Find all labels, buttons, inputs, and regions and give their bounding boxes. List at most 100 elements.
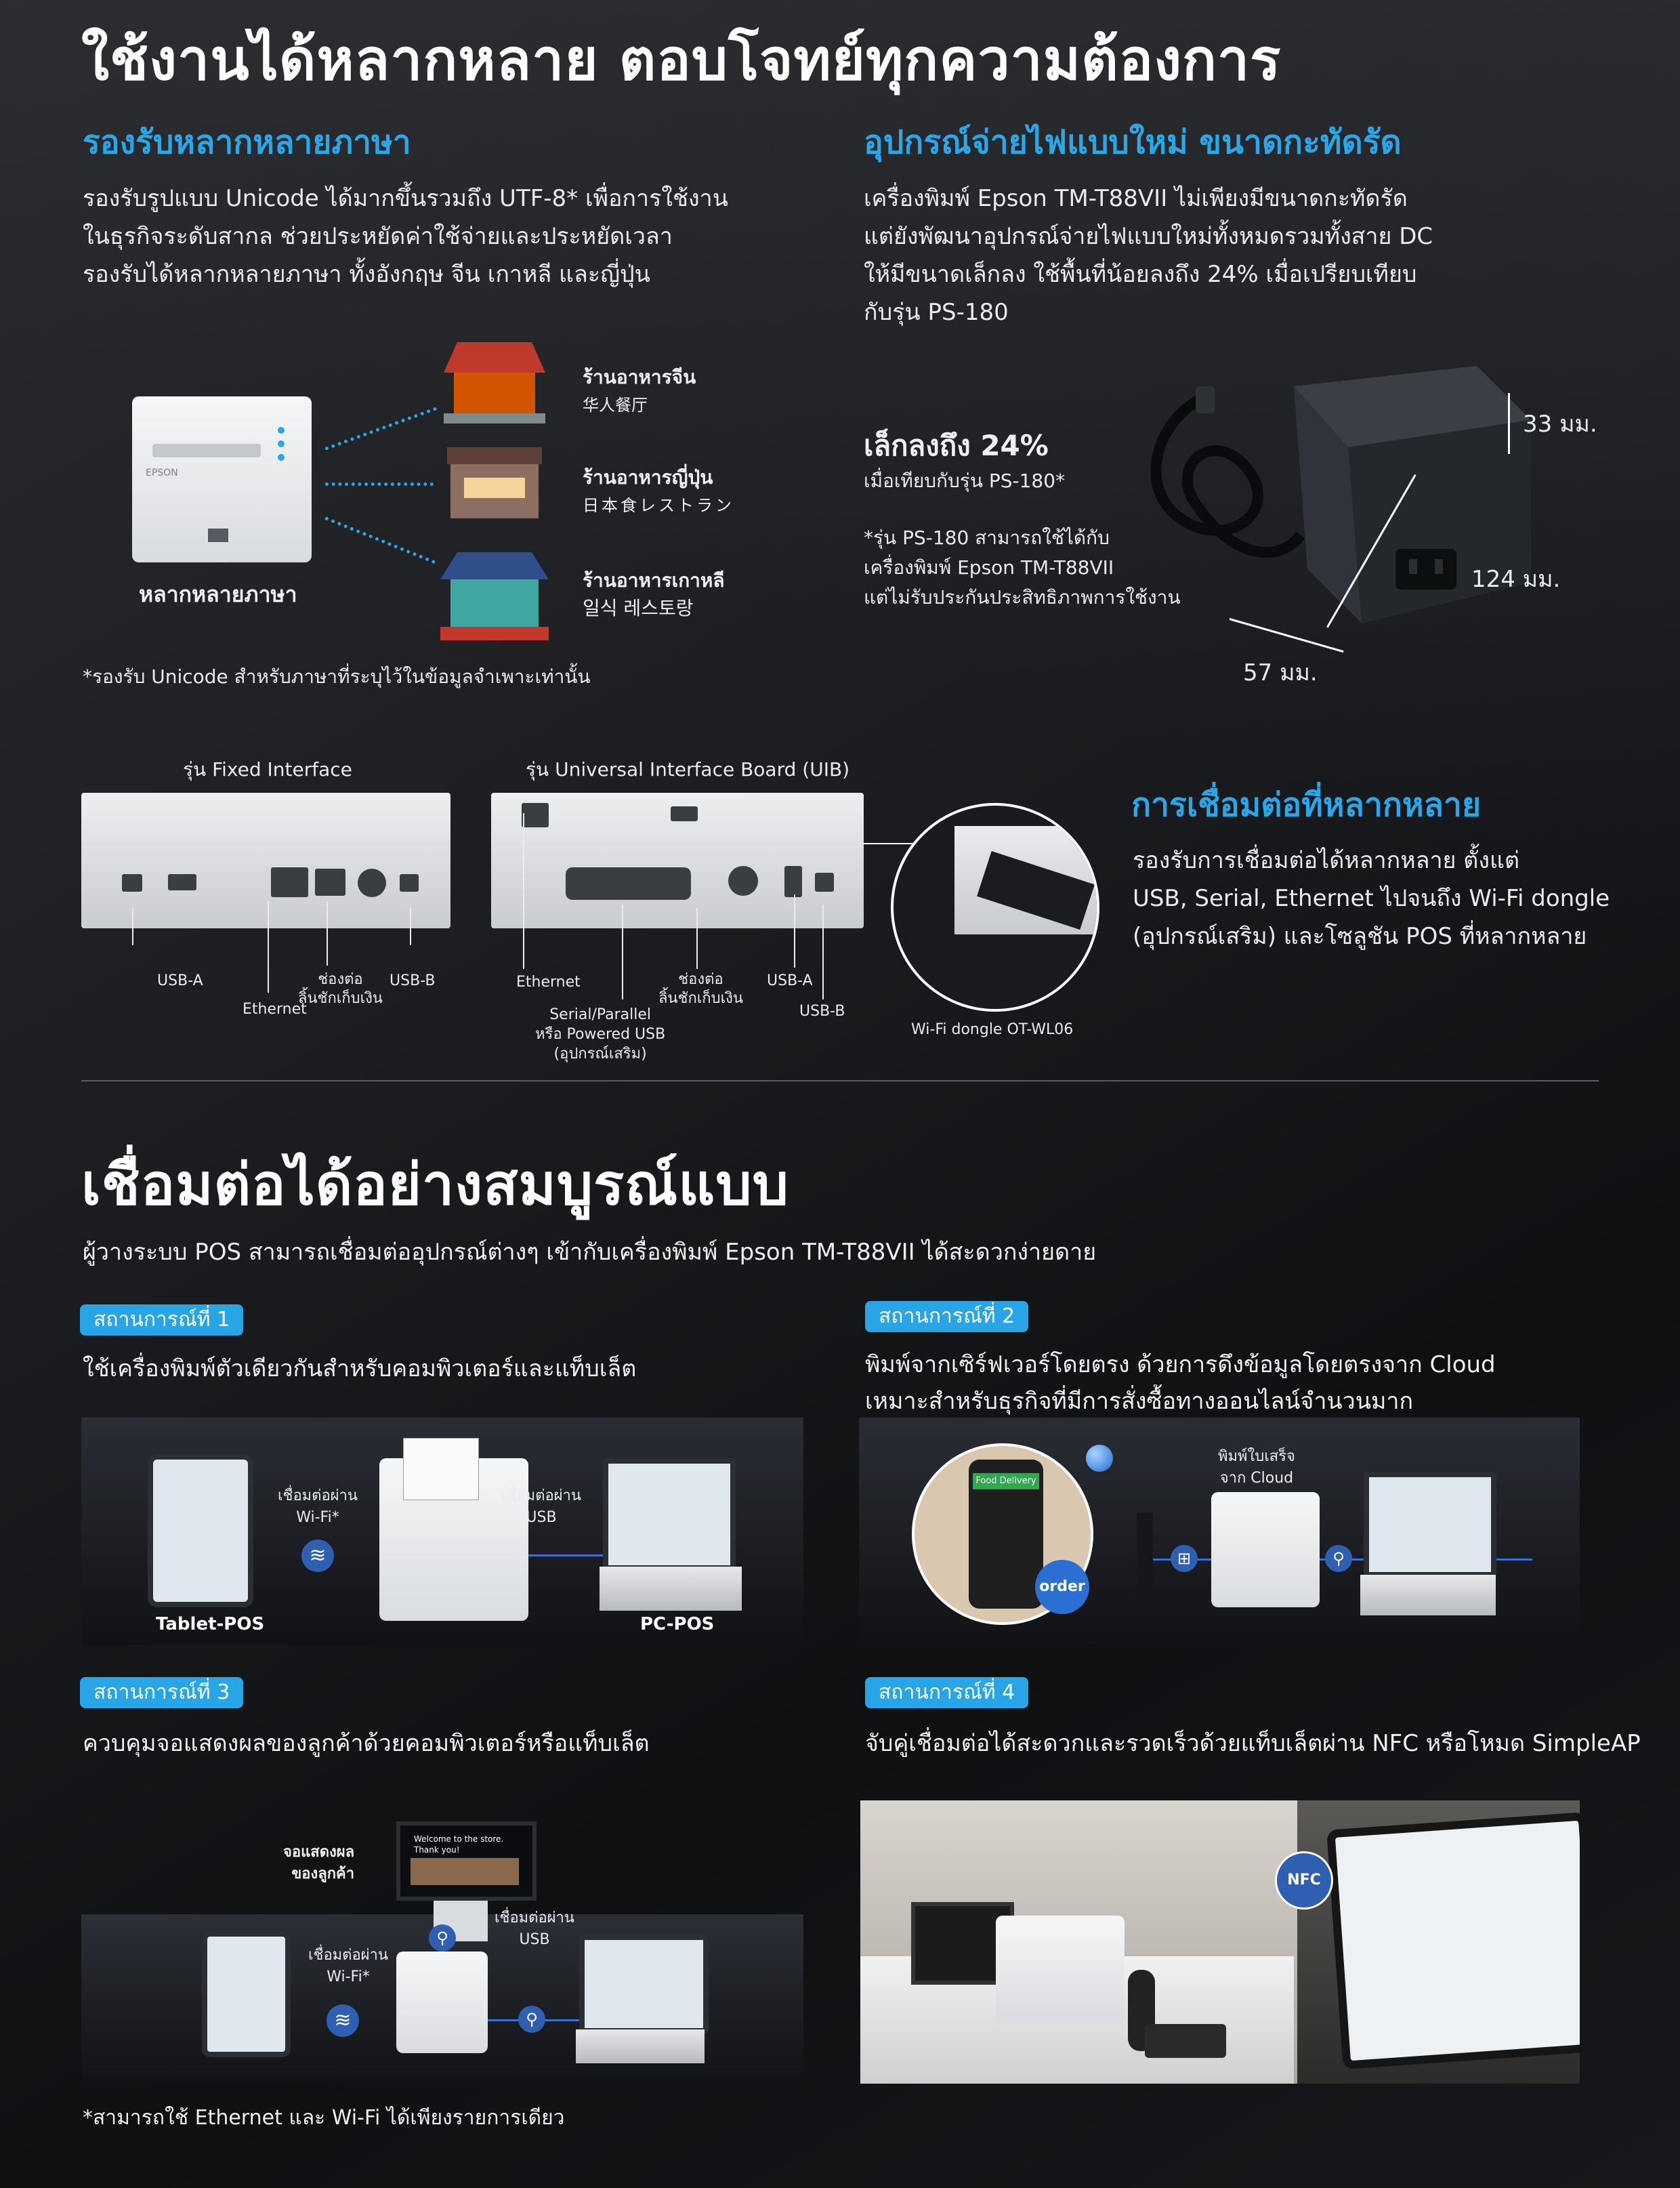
label-line: Welcome to the store. <box>414 1834 504 1844</box>
callout-line <box>696 908 698 969</box>
power-note-line: เครื่องพิมพ์ Epson TM-T88VII <box>864 556 1114 579</box>
usb-b-port <box>400 874 419 892</box>
uib-panel <box>491 793 864 928</box>
dongle-caption: Wi-Fi dongle OT-WL06 <box>911 1021 1074 1038</box>
power-adapter-illustration <box>1150 366 1531 623</box>
uib-usb-b-label: USB-B <box>799 1003 845 1020</box>
app-header: Food Delivery <box>973 1473 1039 1489</box>
power-body-line: กับรุ่น PS-180 <box>864 299 1009 326</box>
callout-line <box>523 813 524 969</box>
building-base <box>444 413 545 424</box>
power-stat-title: เล็กลงถึง 24% <box>864 429 1049 462</box>
building-window <box>464 478 525 498</box>
printer-led <box>278 440 285 447</box>
power-body-line: เครื่องพิมพ์ Epson TM-T88VII ไม่เพียงมีข… <box>864 185 1408 212</box>
power-note-line: แต่ไม่รับประกันประสิทธิภาพการใช้งาน <box>864 586 1181 608</box>
label-line: ของลูกค้า <box>291 1865 355 1882</box>
dim-width: 57 มม. <box>1243 659 1318 686</box>
router-device <box>1137 1512 1153 1601</box>
language-heading: รองรับหลากหลายภาษา <box>83 123 411 161</box>
tablet-pos-label: Tablet-POS <box>156 1614 265 1634</box>
power-port <box>358 869 386 897</box>
connectivity-body: รองรับการเชื่อมต่อได้หลากหลาย ตั้งแต่ US… <box>1133 842 1610 955</box>
callout-line <box>268 901 269 993</box>
scenario-2-text: พิมพ์จากเซิร์ฟเวอร์โดยตรง ด้วยการดึงข้อม… <box>865 1346 1496 1420</box>
restaurant-chinese-title: ร้านอาหารจีน <box>583 366 696 388</box>
serial-port <box>566 867 691 900</box>
connect-title: เชื่อมต่อได้อย่างสมบูรณ์แบบ <box>81 1151 789 1218</box>
usb-b-port <box>815 873 834 892</box>
wifi-icon: ≋ <box>301 1540 334 1572</box>
tablet-device <box>202 1931 291 2057</box>
printer-illustration: EPSON <box>132 396 312 562</box>
printer-led <box>278 427 285 434</box>
usb-a-port <box>122 874 142 892</box>
restaurant-korean-sub: 일식 레스토랑 <box>583 597 694 619</box>
restaurant-japanese-title: ร้านอาหารญี่ปุ่น <box>583 466 713 489</box>
callout-line <box>794 894 795 968</box>
language-body-line: ในธุรกิจระดับสากล ช่วยประหยัดค่าใช้จ่ายแ… <box>83 223 673 250</box>
network-icon: ⊞ <box>1171 1545 1198 1572</box>
printer-device <box>396 1952 488 2053</box>
printer-led <box>278 454 285 461</box>
building-base <box>440 627 549 640</box>
connectivity-heading: การเชื่อมต่อที่หลากหลาย <box>1131 786 1482 824</box>
connectivity-body-line: USB, Serial, Ethernet ไปจนถึง Wi-Fi dong… <box>1133 885 1610 912</box>
printer-device <box>1211 1492 1320 1607</box>
pc-pos-label: PC-POS <box>640 1614 715 1634</box>
label-line: เชื่อมต่อผ่าน <box>495 1910 574 1926</box>
printer-paper-slot <box>152 444 261 457</box>
callout-line <box>822 905 824 999</box>
display-image <box>411 1858 519 1885</box>
wifi-label: เชื่อมต่อผ่าน Wi-Fi* <box>308 1945 388 1988</box>
label-line: ช่องต่อ <box>318 971 363 988</box>
uib-ethernet-label: Ethernet <box>516 974 581 991</box>
fixed-interface-panel <box>81 793 450 928</box>
fixed-ethernet-label: Ethernet <box>243 1001 307 1018</box>
label-line: เชื่อมต่อผ่าน <box>278 1487 358 1504</box>
cloud-globe-icon <box>1086 1445 1113 1472</box>
tablet-device <box>1326 1812 1580 2069</box>
scenario-2-badge: สถานการณ์ที่ 2 <box>865 1301 1029 1332</box>
usb-a-port <box>784 866 802 897</box>
nfc-icon: NFC <box>1275 1851 1333 1910</box>
scenario-4-image: NFC <box>860 1800 1580 2084</box>
scenario-1-image: Tablet-POS เชื่อมต่อผ่าน Wi-Fi* ≋ ⚲ เชื่… <box>81 1418 803 1645</box>
customer-display-label: จอแสดงผล ของลูกค้า <box>283 1842 354 1885</box>
label-line: หรือ Powered USB <box>535 1026 666 1043</box>
building-body <box>450 579 539 627</box>
cash-drawer <box>576 2029 705 2063</box>
customer-display-screen: Welcome to the store. Thank you! <box>396 1821 537 1901</box>
fixed-usb-b-label: USB-B <box>390 972 436 989</box>
drawer-port <box>315 869 345 896</box>
cash-drawer <box>1360 1575 1496 1615</box>
language-body-line: รองรับได้หลากหลายภาษา ทั้งอังกฤษ จีน เกา… <box>83 261 650 288</box>
section-divider <box>81 1080 1599 1081</box>
scenario-4-text: จับคู่เชื่อมต่อได้สะดวกและรวดเร็วด้วยแท็… <box>865 1730 1641 1757</box>
label-line: จอแสดงผล <box>283 1844 355 1861</box>
dim-height: 33 มม. <box>1523 411 1597 438</box>
label-line: จาก Cloud <box>1219 1470 1294 1487</box>
japanese-building-icon <box>444 447 545 529</box>
label-line: ลิ้นชักเก็บเงิน <box>658 990 743 1007</box>
roof-shape <box>440 552 549 579</box>
language-footnote: *รองรับ Unicode สำหรับภาษาที่ระบุไว้ในข้… <box>83 665 591 688</box>
dim-length: 124 มม. <box>1471 566 1561 593</box>
label-line: เชื่อมต่อผ่าน <box>501 1487 581 1504</box>
label-line: Wi-Fi* <box>327 1968 370 1985</box>
scenario-4-badge: สถานการณ์ที่ 4 <box>865 1677 1029 1708</box>
power-port <box>728 866 758 896</box>
roof-shape <box>447 447 542 464</box>
label-line: เชื่อมต่อผ่าน <box>308 1947 388 1964</box>
phone-device: Food Delivery <box>969 1460 1043 1609</box>
scenario-text-line: เหมาะสำหรับธุรกิจที่มีการสั่งซื้อทางออนไ… <box>865 1388 1414 1415</box>
connectivity-body-line: รองรับการเชื่อมต่อได้หลากหลาย ตั้งแต่ <box>1133 847 1519 874</box>
label-line: (อุปกรณ์เสริม) <box>553 1046 647 1062</box>
restaurant-chinese-sub: 华人餐厅 <box>583 396 648 415</box>
callout-line <box>327 901 328 966</box>
phone-zoom-circle: Food Delivery <box>912 1443 1093 1625</box>
main-title: ใช้งานได้หลากหลาย ตอบโจทย์ทุกความต้องการ <box>81 26 1282 93</box>
uib-usb-a-label: USB-A <box>767 972 813 989</box>
roof-shape <box>444 342 545 373</box>
printer-device <box>996 1916 1125 2024</box>
